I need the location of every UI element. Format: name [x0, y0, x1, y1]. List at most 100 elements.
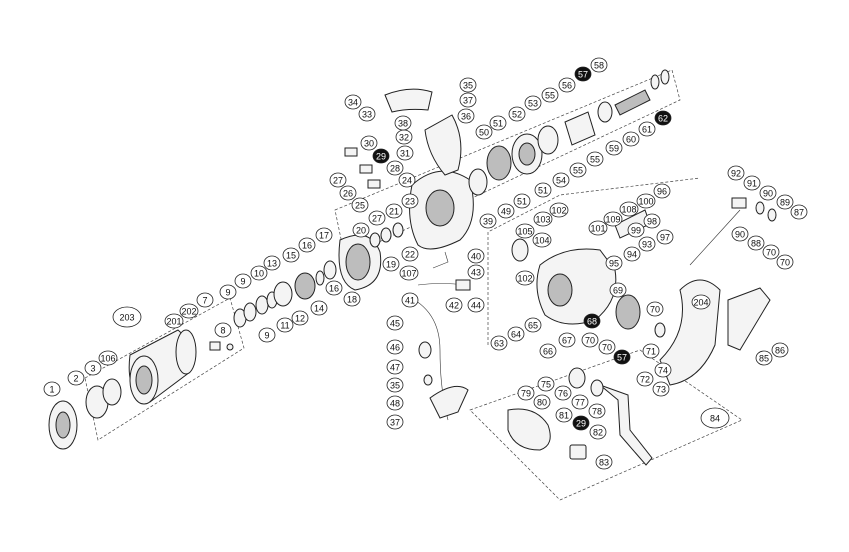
- part-callout-66: 66: [539, 343, 557, 359]
- callout-number: 24: [402, 176, 412, 186]
- callout-number: 88: [751, 239, 761, 249]
- part-callout-15: 15: [282, 247, 300, 263]
- callout-bubble: [339, 185, 357, 201]
- part-callout-9: 9: [219, 284, 237, 300]
- callout-bubble: [558, 332, 576, 348]
- part-callout-45: 45: [386, 315, 404, 331]
- part-callout-70: 70: [762, 244, 780, 260]
- callout-number: 90: [735, 230, 745, 240]
- callout-bubble: [755, 350, 773, 366]
- callout-bubble: [276, 317, 294, 333]
- part-callout-96: 96: [653, 183, 671, 199]
- callout-bubble: [627, 222, 645, 238]
- callout-number: 47: [390, 363, 400, 373]
- callout-number: 85: [759, 354, 769, 364]
- callout-bubble: [603, 211, 623, 227]
- callout-number: 92: [731, 169, 741, 179]
- callout-number: 11: [280, 321, 289, 331]
- part-callout-87: 87: [790, 204, 808, 220]
- callout-bubble: [743, 175, 761, 191]
- part-callout-38: 38: [394, 115, 412, 131]
- callout-bubble: [343, 291, 361, 307]
- part-callout-88: 88: [747, 235, 765, 251]
- callout-bubble: [84, 360, 102, 376]
- callout-number: 30: [364, 139, 374, 149]
- part-callout-28: 28: [386, 160, 404, 176]
- part-callout-109: 109: [603, 211, 623, 227]
- callout-number: 13: [267, 259, 277, 269]
- part-callout-62: 62: [654, 110, 672, 126]
- callout-number: 65: [528, 321, 538, 331]
- callout-bubble: [344, 94, 362, 110]
- callout-bubble: [636, 371, 654, 387]
- callout-number: 81: [559, 411, 569, 421]
- part-callout-65: 65: [524, 317, 542, 333]
- part-callout-50: 50: [475, 124, 493, 140]
- callout-bubble: [790, 204, 808, 220]
- part-callout-3: 3: [84, 360, 102, 376]
- callout-bubble: [571, 394, 589, 410]
- part-callout-2: 2: [67, 370, 85, 386]
- callout-bubble: [457, 108, 475, 124]
- callout-number: 51: [517, 197, 527, 207]
- part-callout-106: 106: [98, 350, 118, 366]
- callout-number: 51: [493, 119, 503, 129]
- part-callout-92: 92: [727, 165, 745, 181]
- callout-bubble: [638, 236, 656, 252]
- callout-bubble: [654, 362, 672, 378]
- part-callout-44: 44: [467, 297, 485, 313]
- part-callout-54: 54: [552, 172, 570, 188]
- callout-number: 39: [483, 217, 493, 227]
- callout-number: 59: [609, 144, 619, 154]
- callout-number: 94: [627, 250, 637, 260]
- callout-number: 102: [517, 274, 532, 284]
- part-callout-94: 94: [623, 246, 641, 262]
- callout-bubble: [508, 106, 526, 122]
- callout-bubble: [605, 255, 623, 271]
- callout-bubble: [590, 57, 608, 73]
- callout-number: 21: [389, 207, 399, 217]
- callout-number: 35: [463, 81, 473, 91]
- callout-number: 70: [780, 258, 790, 268]
- part-callout-33: 33: [358, 106, 376, 122]
- callout-number: 91: [747, 179, 757, 189]
- callout-bubble: [569, 162, 587, 178]
- part-callout-77: 77: [571, 394, 589, 410]
- callout-number: 22: [405, 250, 415, 260]
- part-callout-99: 99: [627, 222, 645, 238]
- part-callout-52: 52: [508, 106, 526, 122]
- rotor: [344, 88, 474, 250]
- callout-bubble: [598, 339, 616, 355]
- callout-number: 104: [534, 236, 549, 246]
- callout-number: 93: [642, 240, 652, 250]
- callout-number: 1: [49, 385, 54, 395]
- callout-number: 9: [264, 331, 269, 341]
- part-callout-90: 90: [759, 185, 777, 201]
- callout-number: 48: [390, 399, 400, 409]
- callout-bubble: [325, 280, 343, 296]
- callout-number: 79: [521, 389, 531, 399]
- part-callout-55: 55: [586, 151, 604, 167]
- part-callout-37: 37: [459, 92, 477, 108]
- callout-bubble: [386, 315, 404, 331]
- callout-bubble: [646, 301, 664, 317]
- callout-bubble: [558, 77, 576, 93]
- callout-number: 97: [660, 233, 670, 243]
- callout-number: 98: [647, 217, 657, 227]
- part-callout-74: 74: [654, 362, 672, 378]
- drive-parts: [233, 222, 404, 328]
- callout-number: 19: [386, 260, 396, 270]
- callout-number: 87: [794, 208, 804, 218]
- callout-number: 75: [541, 380, 551, 390]
- callout-bubble: [475, 124, 493, 140]
- callout-number: 23: [405, 197, 415, 207]
- callout-number: 102: [551, 206, 566, 216]
- callout-bubble: [572, 415, 590, 431]
- part-callout-22: 22: [401, 246, 419, 262]
- callout-number: 37: [390, 418, 400, 428]
- part-callout-204: 204: [691, 294, 711, 310]
- callout-number: 9: [225, 288, 230, 298]
- part-callout-25: 25: [351, 197, 369, 213]
